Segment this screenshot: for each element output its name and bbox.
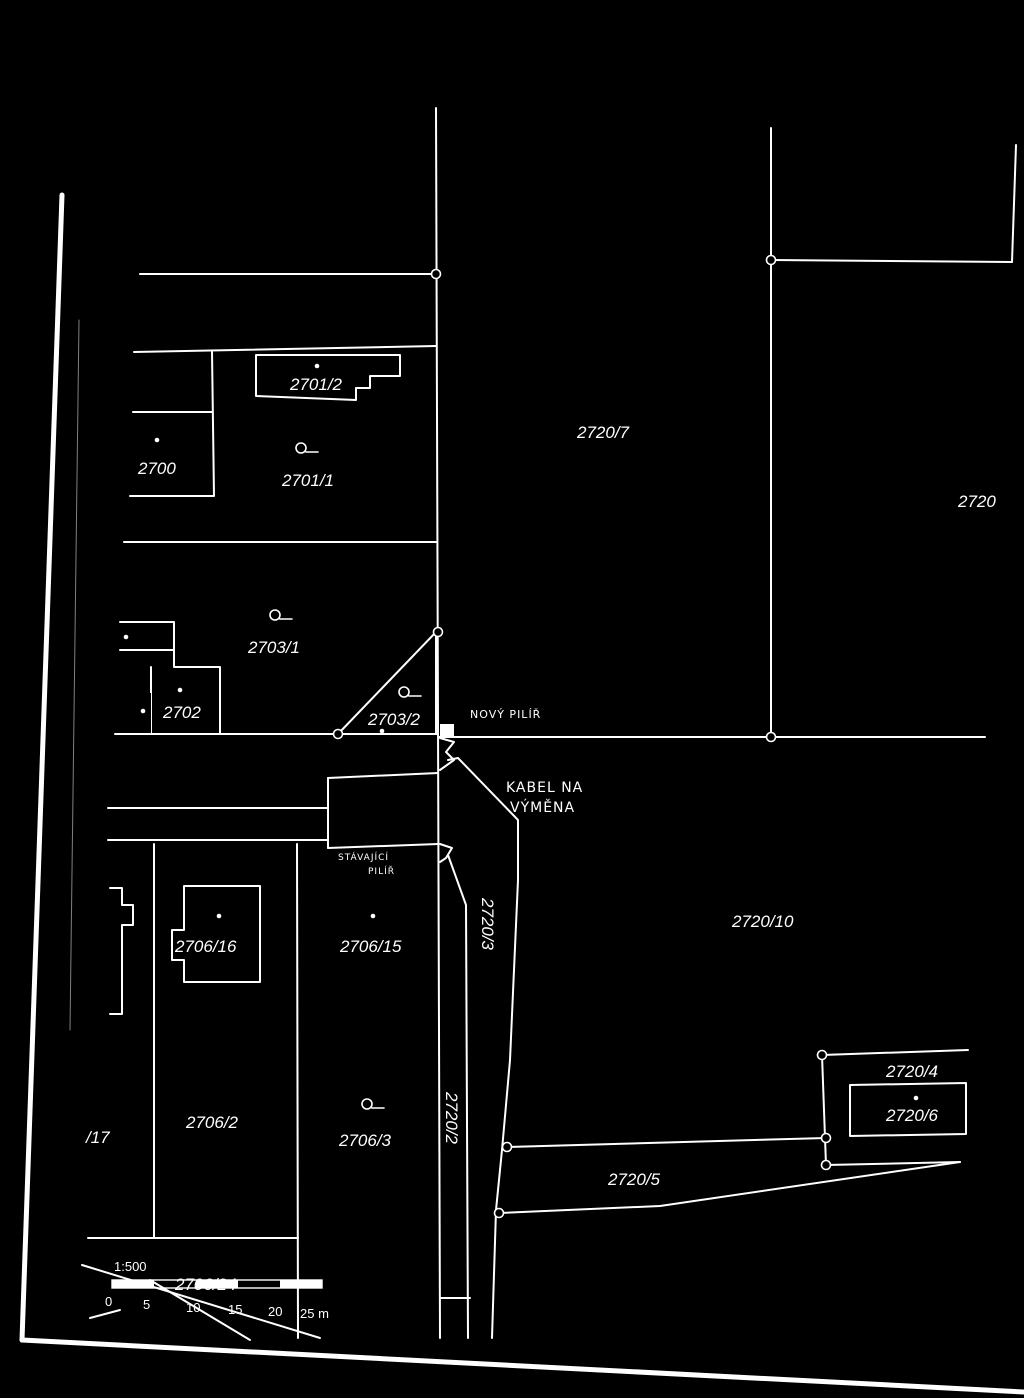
parcel-label-2700: 2700 (137, 459, 176, 478)
parcel-label-2720-6: 2720/6 (885, 1106, 939, 1125)
parcel-label-2720-3: 2720/3 (478, 897, 497, 951)
parcel-label-17: /17 (85, 1128, 110, 1147)
parcel-label-2701-2: 2701/2 (289, 375, 343, 394)
parcel-label-2720-10: 2720/10 (731, 912, 794, 931)
pier-symbols (439, 724, 455, 863)
scale-tick-25: 25 m (300, 1306, 329, 1321)
building-dots (123, 363, 919, 1101)
survey-points (332, 254, 832, 1219)
parcel-label-2720-4: 2720/4 (885, 1062, 938, 1081)
scale-tick-10: 10 (186, 1300, 200, 1315)
parcel-label-2703-2: 2703/2 (367, 710, 421, 729)
map-frame (19, 144, 1024, 1395)
parcel-label-2702: 2702 (162, 703, 201, 722)
scale-bar: 1:500 0 5 10 15 20 25 m (105, 1259, 329, 1321)
annotation-kabel-line2: VÝMĚNA (510, 799, 575, 816)
annotation-stavajici-line1: STÁVAJÍCÍ (338, 851, 389, 863)
parcel-label-2720-2: 2720/2 (442, 1091, 461, 1145)
parcel-label-2720: 2720 (957, 492, 996, 511)
parcel-label-2706-16: 2706/16 (174, 937, 237, 956)
scale-tick-15: 15 (228, 1302, 242, 1317)
scale-tick-5: 5 (143, 1297, 150, 1312)
parcel-label-2706-3: 2706/3 (338, 1131, 392, 1150)
parcel-label-2703-1: 2703/1 (247, 638, 300, 657)
scale-tick-0: 0 (105, 1294, 112, 1309)
parcel-label-2701-1: 2701/1 (281, 471, 334, 490)
parcel-label-2720-5: 2720/5 (607, 1170, 661, 1189)
parcel-boundaries (81, 107, 1013, 1341)
parcel-label-2720-7: 2720/7 (576, 423, 630, 442)
annotation-novy-pilir: NOVÝ PILÍŘ (470, 708, 541, 721)
annotation-stavajici-line2: PILÍŘ (368, 865, 395, 877)
parcel-label-2706-2: 2706/2 (185, 1113, 239, 1132)
parcel-label-2706-15: 2706/15 (339, 937, 402, 956)
scale-tick-20: 20 (268, 1304, 282, 1319)
annotation-kabel-line1: KABEL NA (506, 780, 583, 796)
scale-ratio: 1:500 (114, 1259, 147, 1274)
land-use-markers (269, 442, 422, 1110)
